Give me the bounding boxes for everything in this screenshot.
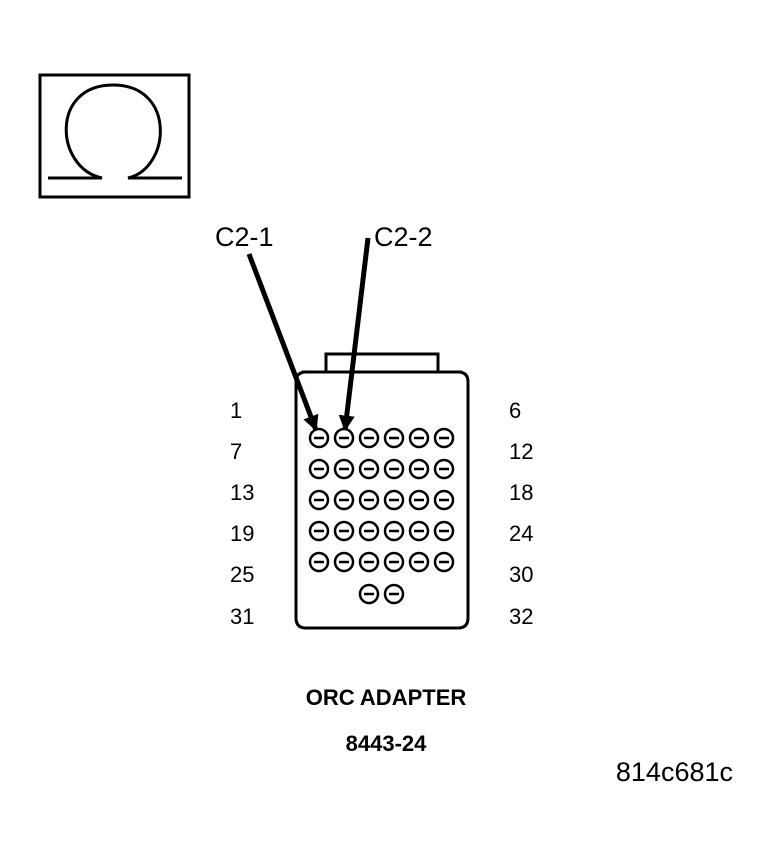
adapter-part-number: 8443-24 [346, 731, 428, 756]
pin-cavity [308, 489, 330, 511]
pin-cavity [333, 458, 355, 480]
pin-cavity [383, 520, 405, 542]
pin-cavity [383, 489, 405, 511]
pin-cavity [433, 520, 455, 542]
pin-cavity [383, 427, 405, 449]
ohmmeter-icon [38, 73, 191, 199]
pin-cavity [308, 458, 330, 480]
pin-cavity [358, 520, 380, 542]
callout-c2-2-arrow [338, 237, 371, 432]
pin-cavity [383, 583, 405, 605]
row-label-right: 24 [509, 521, 533, 546]
row-label-right: 32 [509, 604, 533, 629]
pin-cavity [408, 551, 430, 573]
pin-cavity [408, 520, 430, 542]
row-label-left: 1 [230, 398, 242, 423]
row-label-right: 18 [509, 480, 533, 505]
pin-cavity [308, 427, 330, 449]
figure-id: 814c681c [616, 757, 733, 787]
pin-cavity [333, 489, 355, 511]
callout-c2-1-label: C2-1 [215, 222, 274, 252]
row-label-left: 31 [230, 604, 254, 629]
pin-cavity [358, 458, 380, 480]
row-label-right: 12 [509, 439, 533, 464]
pin-cavity [308, 520, 330, 542]
pin-cavity [358, 427, 380, 449]
callout-c2-2-label: C2-2 [374, 222, 433, 252]
pin-cavity [358, 551, 380, 573]
pin-cavity [383, 458, 405, 480]
row-label-left: 13 [230, 480, 254, 505]
pin-cavity [333, 520, 355, 542]
callout-c2-1-arrow [246, 253, 319, 432]
row-label-right: 6 [509, 398, 521, 423]
pin-cavity [308, 551, 330, 573]
pin-cavity [358, 489, 380, 511]
pin-cavity [333, 551, 355, 573]
pin-cavity [408, 427, 430, 449]
connector-pins [308, 427, 455, 605]
pin-cavity [358, 583, 380, 605]
adapter-name: ORC ADAPTER [306, 685, 467, 710]
row-label-left: 7 [230, 439, 242, 464]
row-label-left: 25 [230, 562, 254, 587]
pin-cavity [383, 551, 405, 573]
pin-cavity [408, 489, 430, 511]
row-label-right: 30 [509, 562, 533, 587]
row-label-left: 19 [230, 521, 254, 546]
pin-cavity [433, 458, 455, 480]
pin-cavity [433, 489, 455, 511]
pin-row-labels: 1 6 7 12 13 18 19 24 25 30 31 32 [230, 398, 533, 629]
pin-cavity [433, 551, 455, 573]
connector-housing [294, 352, 470, 630]
pin-cavity [433, 427, 455, 449]
pin-cavity [333, 427, 355, 449]
pin-cavity [408, 458, 430, 480]
